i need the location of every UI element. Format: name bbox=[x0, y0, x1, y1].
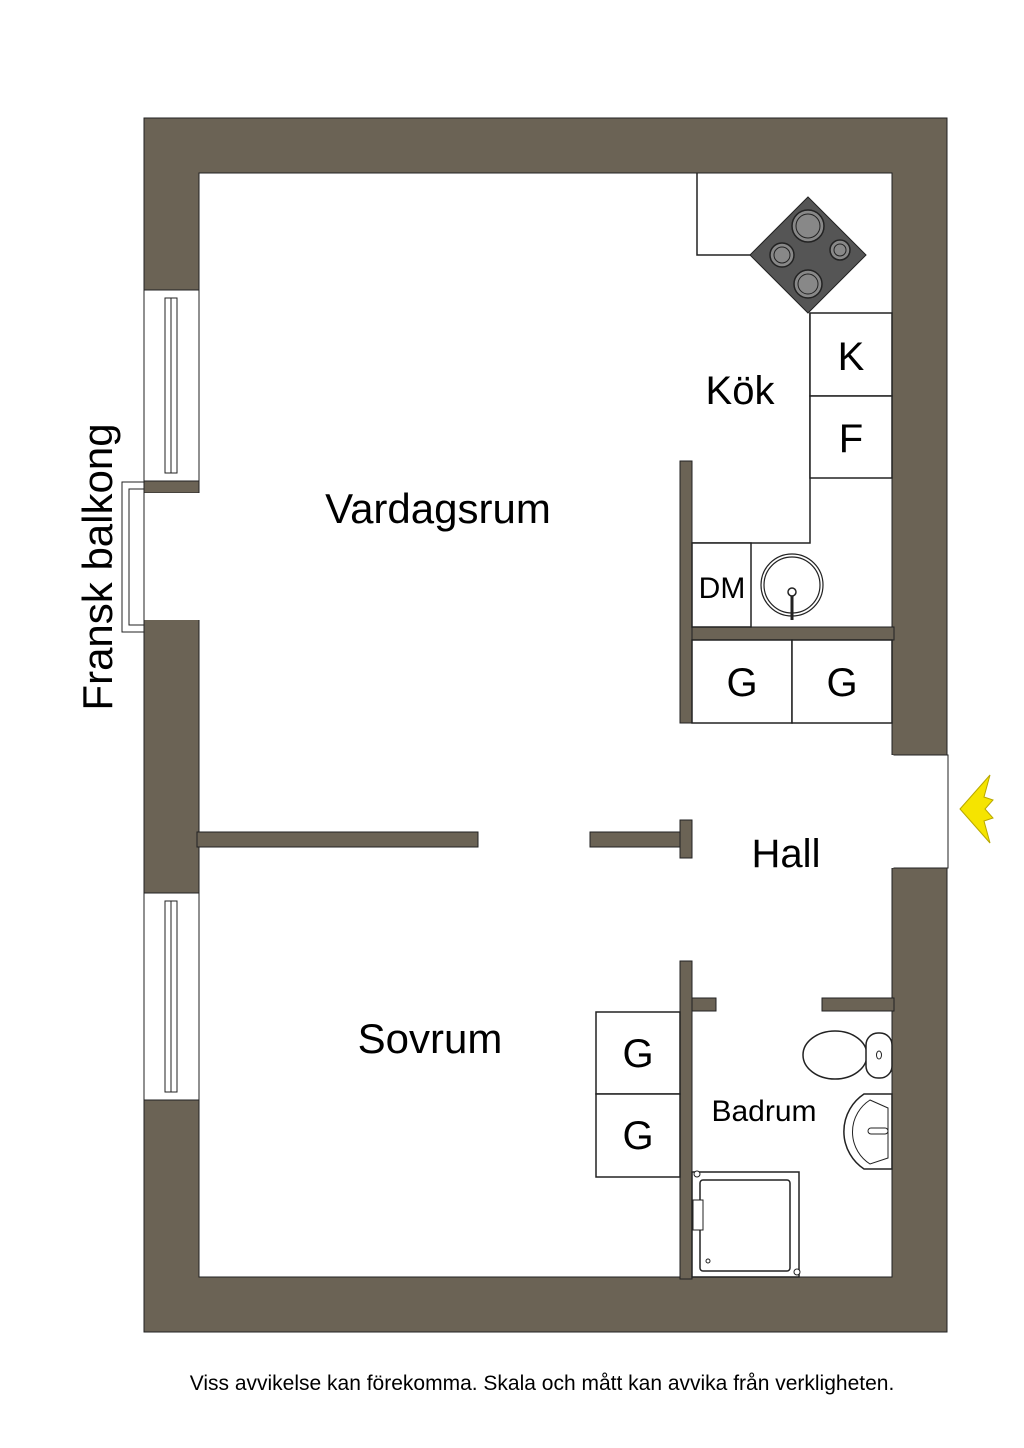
room-label-kitchen: Kök bbox=[706, 369, 776, 413]
room-label-living: Vardagsrum bbox=[325, 485, 551, 532]
wardrobe-box bbox=[691, 639, 793, 724]
wardrobe-box bbox=[791, 639, 893, 724]
stove-icon bbox=[749, 196, 867, 314]
dishwasher-label: DM bbox=[699, 572, 746, 605]
wardrobe-label: G bbox=[622, 1114, 653, 1158]
wardrobe-box bbox=[595, 1011, 681, 1095]
room-label-hall: Hall bbox=[752, 832, 821, 876]
dishwasher-box bbox=[691, 542, 752, 628]
kitchen-counter bbox=[692, 313, 811, 544]
freezer-label: F bbox=[839, 417, 863, 461]
room-label-bedroom: Sovrum bbox=[358, 1015, 503, 1062]
freezer-box bbox=[809, 395, 893, 479]
shower-icon bbox=[691, 1170, 801, 1278]
kitchen-counter bbox=[696, 173, 752, 256]
wardrobe-label: G bbox=[622, 1032, 653, 1076]
fridge-label: K bbox=[838, 335, 865, 379]
sink-icon bbox=[760, 553, 824, 620]
room-label-bathroom: Badrum bbox=[711, 1095, 816, 1128]
wardrobe-label: G bbox=[726, 661, 757, 705]
window-bedroom bbox=[143, 892, 200, 1101]
balcony-label: Fransk balkong bbox=[74, 423, 121, 710]
outer-walls bbox=[143, 117, 948, 1333]
toilet-icon bbox=[802, 1030, 893, 1080]
disclaimer-note: Viss avvikelse kan förekomma. Skala och … bbox=[189, 1372, 895, 1395]
interior-walls bbox=[196, 460, 895, 1280]
wardrobe-box bbox=[595, 1093, 681, 1178]
french-balcony bbox=[121, 481, 201, 633]
entrance-opening bbox=[891, 754, 949, 869]
washbasin-icon bbox=[843, 1093, 893, 1170]
wardrobe-label: G bbox=[826, 661, 857, 705]
entrance-arrow-icon bbox=[959, 774, 994, 844]
window-living bbox=[143, 289, 200, 494]
fridge-box bbox=[809, 312, 893, 397]
